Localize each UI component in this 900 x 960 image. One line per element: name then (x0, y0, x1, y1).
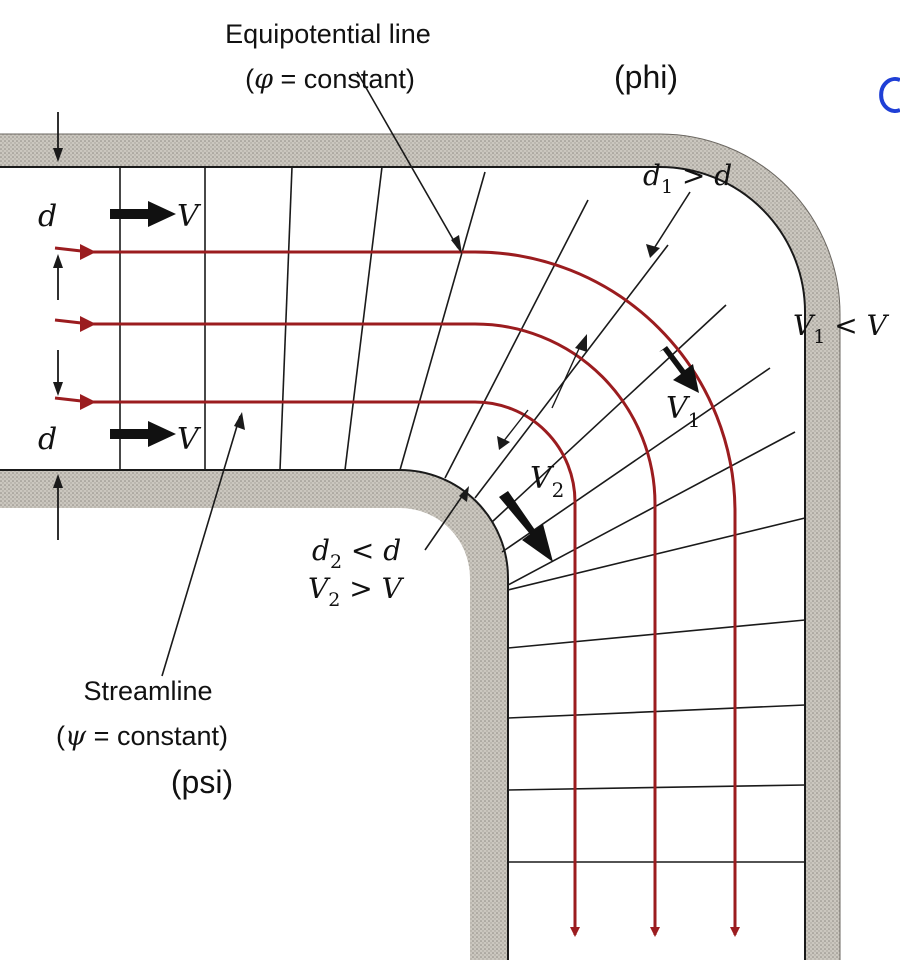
arrowhead (459, 486, 469, 502)
v1-label: V1 (666, 391, 700, 432)
equipotential-line (444, 199, 589, 479)
psi-name: (psi) (171, 764, 233, 800)
streamline-inlet-arrowhead (80, 394, 96, 410)
spacing-arrows (497, 334, 587, 450)
clipped-blue-glyph (879, 77, 900, 113)
streamline-inner (54, 396, 580, 937)
arrowhead (234, 412, 245, 430)
outer-wall-outer-edge (0, 133, 841, 960)
d-bottom-label: d (38, 422, 57, 457)
leader-streamline (161, 415, 241, 677)
v-top-label: V (177, 199, 202, 234)
arrowhead (53, 474, 63, 488)
labels: Equipotential line (φ = constant) (phi) … (38, 19, 890, 800)
equipotential-line (501, 367, 771, 553)
v2-relation: V2 > V (308, 572, 405, 611)
streamlines (54, 246, 740, 937)
leader-lines (161, 71, 691, 677)
leader-equipotential (356, 71, 459, 249)
spacing-arrow-outer (551, 341, 583, 409)
spacing-arrow-inner (502, 409, 529, 443)
equipotential-line (279, 166, 293, 471)
equipotential-equation: (φ = constant) (245, 64, 415, 95)
velocity-arrow-v2 (499, 491, 553, 562)
v1-relation: V1 < V (793, 309, 890, 348)
outer-wall (0, 134, 840, 960)
equipotential-line (399, 171, 486, 471)
v-bottom-label: V (177, 422, 202, 457)
equipotential-line (344, 166, 383, 471)
streamline-title: Streamline (83, 676, 212, 706)
arrowhead (451, 235, 462, 254)
velocity-arrow-top (110, 201, 176, 227)
equipotential-line (491, 304, 727, 523)
arrowhead (646, 244, 660, 258)
equipotential-line (507, 431, 796, 586)
streamline-inlet-arrowhead (80, 244, 96, 260)
velocity-arrows (110, 201, 699, 562)
phi-name: (phi) (614, 59, 678, 95)
equipotential-line (474, 244, 669, 499)
d-top-label: d (38, 199, 57, 234)
streamline-inlet-arrowhead (80, 316, 96, 332)
streamline-middle (54, 318, 660, 937)
streamline-outer (54, 246, 740, 937)
arrowhead (53, 148, 63, 162)
v2-label: V2 (530, 461, 564, 502)
inner-wall (0, 470, 508, 960)
equipotential-title: Equipotential line (225, 19, 431, 49)
inner-wall-inner-edge (0, 469, 509, 960)
arrowhead (53, 382, 63, 396)
streamline-equation: (ψ = constant) (56, 721, 228, 752)
arrowhead (575, 334, 587, 352)
dimension-arrows (53, 112, 63, 540)
arrowhead (497, 436, 510, 450)
arrowhead (53, 254, 63, 268)
leader-d2 (424, 491, 466, 551)
leader-d1 (652, 191, 691, 251)
velocity-arrow-v1 (659, 346, 699, 393)
outer-wall-inner-edge (0, 166, 807, 960)
d1-relation: d1 > d (643, 159, 732, 198)
d2-relation: d2 < d (312, 534, 401, 573)
velocity-arrow-bottom (110, 421, 176, 447)
